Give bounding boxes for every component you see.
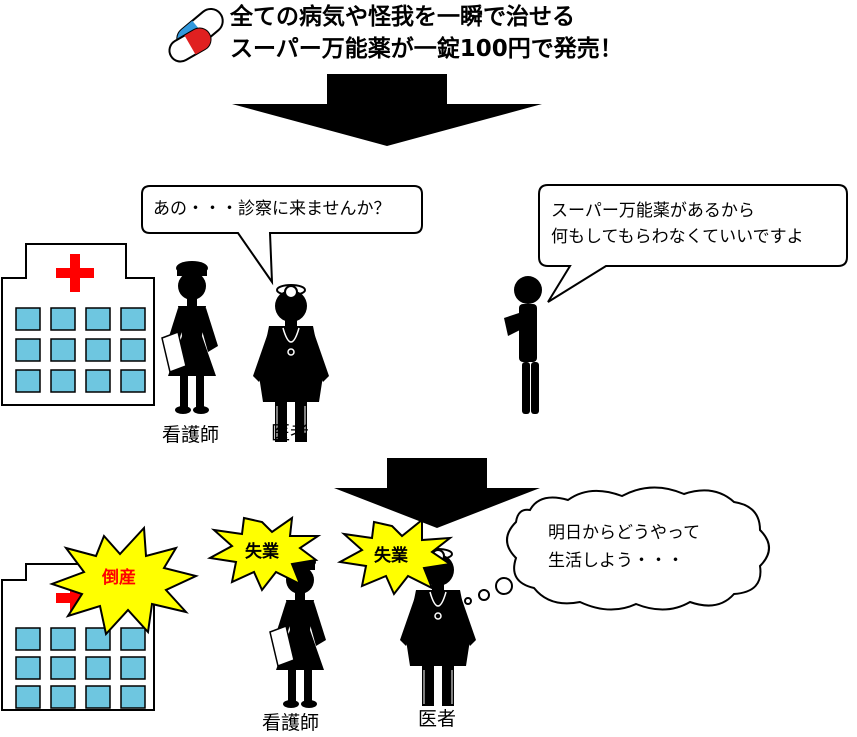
- jobless-burst-nurse: [206, 515, 322, 592]
- man-icon: [504, 276, 542, 414]
- doctor-icon: [252, 284, 330, 443]
- doctor-jobless-label: 失業: [374, 546, 408, 566]
- speech-bubble-man: [538, 184, 848, 303]
- thought-bubble: [464, 486, 770, 611]
- down-arrow-icon: [232, 74, 542, 146]
- headline-line2: スーパー万能薬が一錠100円で発売！: [230, 36, 623, 62]
- speech-bubble-nurse: [141, 185, 423, 286]
- thought-line1: 明日からどうやって: [548, 523, 701, 543]
- bankrupt-label: 倒産: [102, 568, 136, 588]
- nurse-label: 看護師: [162, 424, 220, 446]
- headline-line1: 全ての病気や怪我を一瞬で治せる: [230, 4, 575, 30]
- doctor-label: 医者: [271, 422, 310, 444]
- nurse-icon: [161, 260, 219, 415]
- man-speech-line2: 何もしてもらわなくていいですよ: [551, 227, 804, 247]
- jobless-burst-doctor: [336, 517, 454, 596]
- man-speech-line1: スーパー万能薬があるから: [551, 201, 755, 221]
- nurse-speech-text: あの・・・診察に来ませんか？: [153, 199, 391, 219]
- hospital-icon: [1, 243, 155, 406]
- doctor-label-2: 医者: [418, 708, 457, 730]
- nurse-label-2: 看護師: [262, 712, 320, 734]
- thought-line2: 生活しよう・・・: [548, 551, 684, 571]
- pill-icon: [168, 8, 224, 63]
- down-arrow-icon: [334, 458, 540, 528]
- bankrupt-burst: [49, 525, 199, 637]
- nurse-jobless-label: 失業: [245, 542, 279, 562]
